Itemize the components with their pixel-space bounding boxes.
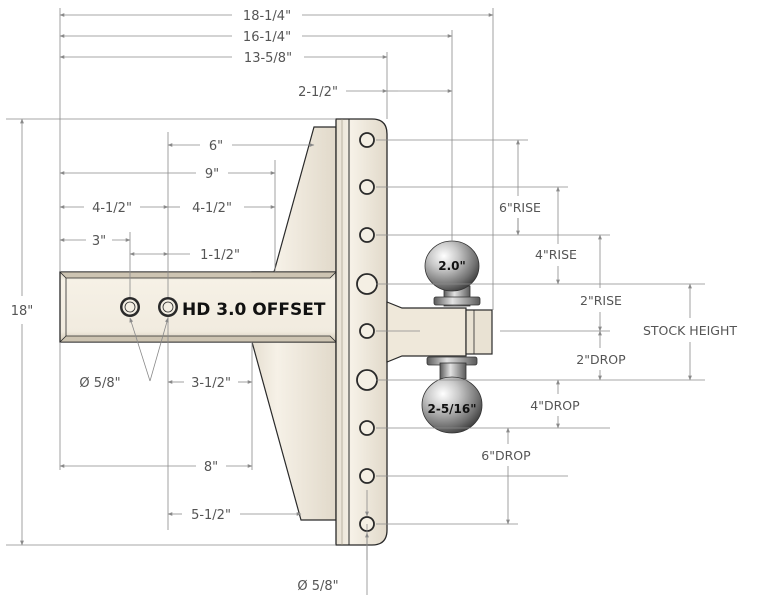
dim-5-5: 5-1/2" xyxy=(191,508,231,523)
dim-4-5-left: 4-1/2" xyxy=(92,201,132,216)
dim-rise-6: 6"RISE xyxy=(499,200,541,215)
dim-overall-length: 18-1/4" xyxy=(243,9,291,24)
plate-holes xyxy=(356,132,378,532)
dim-3-5: 3-1/2" xyxy=(191,376,231,391)
plate-hole xyxy=(359,227,375,243)
bottom-ball-label: 2-5/16" xyxy=(427,402,476,416)
dim-drop-4: 4"DROP xyxy=(530,398,580,413)
dim-6: 6" xyxy=(209,139,223,154)
plate-hole xyxy=(359,179,375,195)
top-ball-label: 2.0" xyxy=(438,259,466,273)
plate-hole xyxy=(359,132,375,148)
dim-rise-2: 2"RISE xyxy=(580,293,622,308)
dim-drop-6: 6"DROP xyxy=(481,448,531,463)
dim-stock-height: STOCK HEIGHT xyxy=(643,323,737,338)
dim-length-13: 13-5/8" xyxy=(244,51,292,66)
dim-1-5: 1-1/2" xyxy=(200,248,240,263)
plate-hole xyxy=(356,273,378,295)
product-label: HD 3.0 OFFSET xyxy=(182,300,326,320)
dim-offset-2-5: 2-1/2" xyxy=(298,85,338,100)
dim-height-18: 18" xyxy=(11,304,34,319)
top-ball: 2.0" xyxy=(424,240,481,307)
dimension-labels: 18-1/4" 16-1/4" 13-5/8" 2-1/2" 18" 6" 9"… xyxy=(11,9,738,594)
dim-9: 9" xyxy=(205,167,219,182)
plate-hole xyxy=(356,369,378,391)
plate-hole xyxy=(359,420,375,436)
dim-8: 8" xyxy=(204,460,218,475)
dimension-lines xyxy=(6,8,705,595)
bottom-ball: 2-5/16" xyxy=(421,356,483,434)
dim-3: 3" xyxy=(92,234,106,249)
dim-length-16: 16-1/4" xyxy=(243,30,291,45)
ball-mount xyxy=(386,301,493,363)
shank xyxy=(59,271,337,343)
hitch-body: HD 3.0 OFFSET 2.0" xyxy=(59,118,493,546)
shank-hole-1 xyxy=(120,297,140,317)
dim-hole-shank: Ø 5/8" xyxy=(79,376,120,391)
plate-hole xyxy=(359,323,375,339)
plate-hole xyxy=(359,468,375,484)
dim-drop-2: 2"DROP xyxy=(576,352,626,367)
dim-4-5-right: 4-1/2" xyxy=(192,201,232,216)
shank-hole-2 xyxy=(158,297,178,317)
dim-rise-4: 4"RISE xyxy=(535,247,577,262)
dim-hole-plate: Ø 5/8" xyxy=(297,579,338,594)
